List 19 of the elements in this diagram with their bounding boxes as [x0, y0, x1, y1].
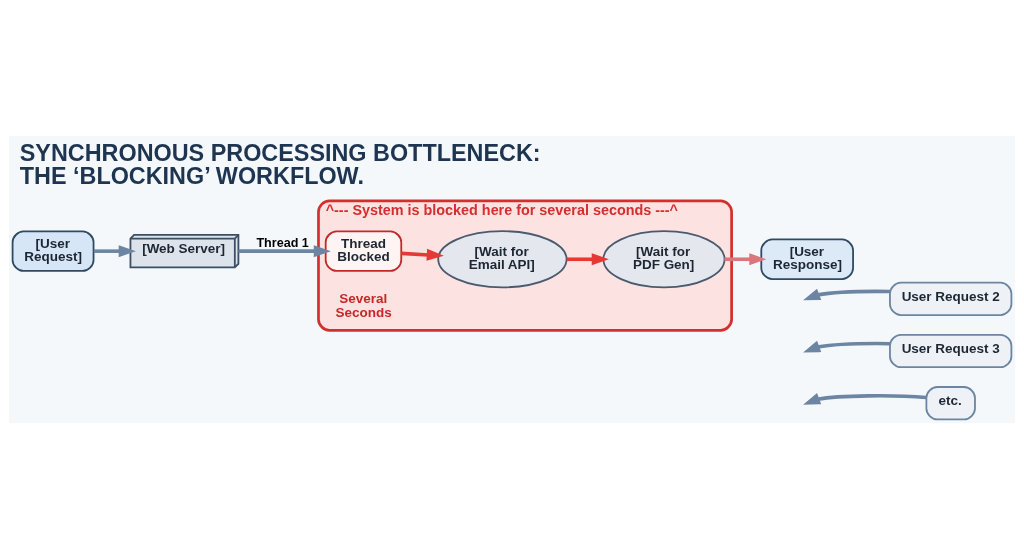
node-ellipse: [Wait for Email API]: [437, 229, 568, 288]
arrow: [803, 340, 890, 352]
arrow: [566, 252, 609, 265]
node-box: etc.: [925, 385, 976, 420]
arrow: [724, 252, 767, 265]
node-label: Several Seconds: [335, 290, 392, 320]
arrow: [238, 244, 331, 257]
node-box: User Request 3: [889, 333, 1013, 368]
arrow: [401, 248, 444, 261]
node-ellipse: [Wait for PDF Gen]: [602, 229, 726, 288]
node-box: [User Response]: [760, 238, 854, 280]
node-box: [User Request]: [11, 229, 95, 272]
node-box: User Request 2: [889, 281, 1013, 316]
arrow: [803, 392, 927, 405]
arrow: [803, 288, 890, 300]
diagram-title: SYNCHRONOUS PROCESSING BOTTLENECK: THE ‘BLOCKING’ WORKFLOW.: [19, 139, 541, 189]
edge-label: Thread 1: [256, 235, 309, 250]
arrow: [93, 244, 136, 257]
node-box: Thread Blocked: [324, 229, 403, 272]
